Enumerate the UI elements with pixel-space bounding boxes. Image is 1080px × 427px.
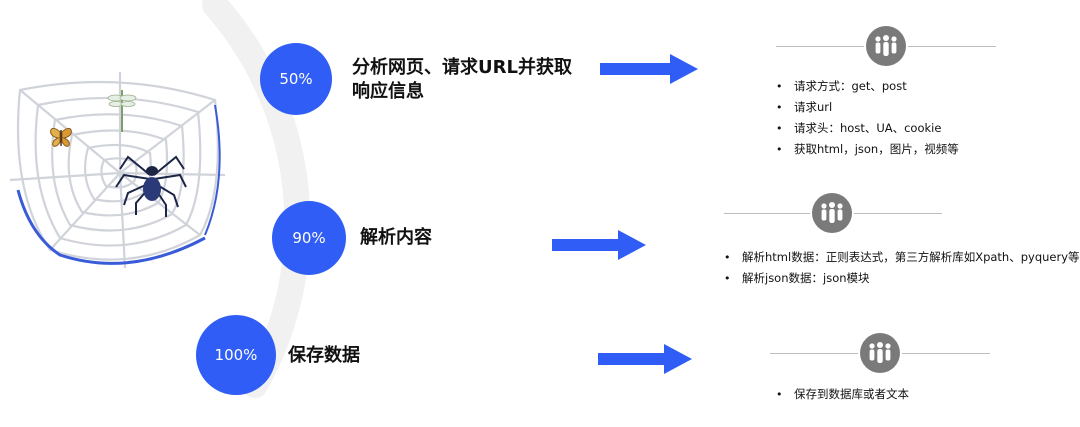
step-2-divider-right <box>854 213 942 214</box>
step-2-badge <box>812 193 852 233</box>
people-group-icon <box>869 342 891 363</box>
step-1-title-line-2: 响应信息 <box>352 81 424 102</box>
list-item: 请求url <box>776 97 959 118</box>
step-3-divider-right <box>902 353 990 354</box>
step-1-title: 分析网页、请求URL并获取 响应信息 <box>352 56 572 104</box>
step-1-percent-circle: 50% <box>260 43 332 115</box>
step-1-title-line-1: 分析网页、请求URL并获取 <box>352 57 572 78</box>
step-2-percent-circle: 90% <box>272 201 346 275</box>
step-1-arrow-icon <box>600 54 698 84</box>
butterfly-icon <box>50 127 72 147</box>
spider-icon <box>115 155 187 217</box>
list-item: 解析json数据：json模块 <box>724 268 1080 289</box>
step-1-bullet-list: 请求方式：get、post 请求url 请求头：host、UA、cookie 获… <box>776 76 959 160</box>
people-group-icon <box>821 202 843 223</box>
step-2-title: 解析内容 <box>360 227 432 248</box>
step-3-percent-circle: 100% <box>196 315 276 395</box>
step-2-divider-left <box>724 213 810 214</box>
list-item: 请求方式：get、post <box>776 76 959 97</box>
step-1-badge <box>866 26 906 66</box>
list-item: 获取html，json，图片，视频等 <box>776 139 959 160</box>
step-3-arrow-icon <box>598 344 692 374</box>
step-1-divider-right <box>908 46 996 47</box>
list-item: 解析html数据：正则表达式，第三方解析库如Xpath、pyquery等 <box>724 247 1080 268</box>
step-2-arrow-icon <box>552 230 646 260</box>
step-1-divider-left <box>776 46 864 47</box>
list-item: 请求头：host、UA、cookie <box>776 118 959 139</box>
step-3-divider-left <box>770 353 858 354</box>
people-group-icon <box>875 35 897 56</box>
list-item: 保存到数据库或者文本 <box>776 384 909 405</box>
step-2-bullet-list: 解析html数据：正则表达式，第三方解析库如Xpath、pyquery等 解析j… <box>724 247 1080 289</box>
spider-web-illustration <box>9 72 226 269</box>
step-3-title: 保存数据 <box>288 345 360 366</box>
step-3-badge <box>860 333 900 373</box>
dragonfly-icon <box>107 90 137 132</box>
step-3-bullet-list: 保存到数据库或者文本 <box>776 384 909 405</box>
